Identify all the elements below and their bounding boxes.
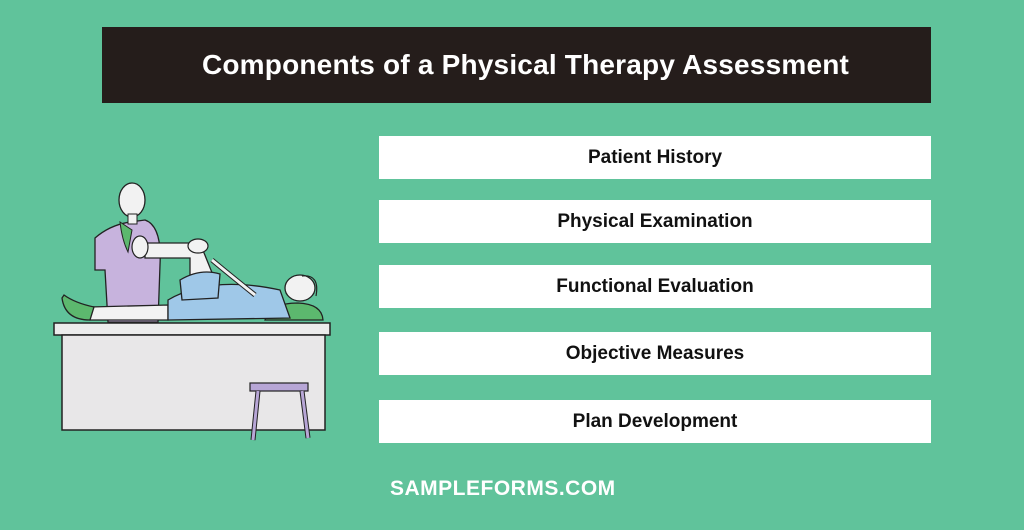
component-label: Patient History <box>587 146 723 168</box>
component-item-objective-measures: Objective Measures <box>379 332 931 375</box>
title-banner: Components of a Physical Therapy Assessm… <box>102 27 931 103</box>
component-item-physical-examination: Physical Examination <box>379 200 931 243</box>
component-label: Functional Evaluation <box>556 275 754 297</box>
component-label: Objective Measures <box>565 342 745 364</box>
component-label: Physical Examination <box>557 210 753 232</box>
component-item-functional-evaluation: Functional Evaluation <box>379 265 931 308</box>
footer-brand: SAMPLEFORMS.COM <box>390 477 616 500</box>
page-title: Components of a Physical Therapy Assessm… <box>201 49 850 80</box>
physical-therapy-illustration-icon <box>53 182 331 441</box>
component-label: Plan Development <box>572 410 738 432</box>
component-item-plan-development: Plan Development <box>379 400 931 443</box>
component-item-patient-history: Patient History <box>379 136 931 179</box>
